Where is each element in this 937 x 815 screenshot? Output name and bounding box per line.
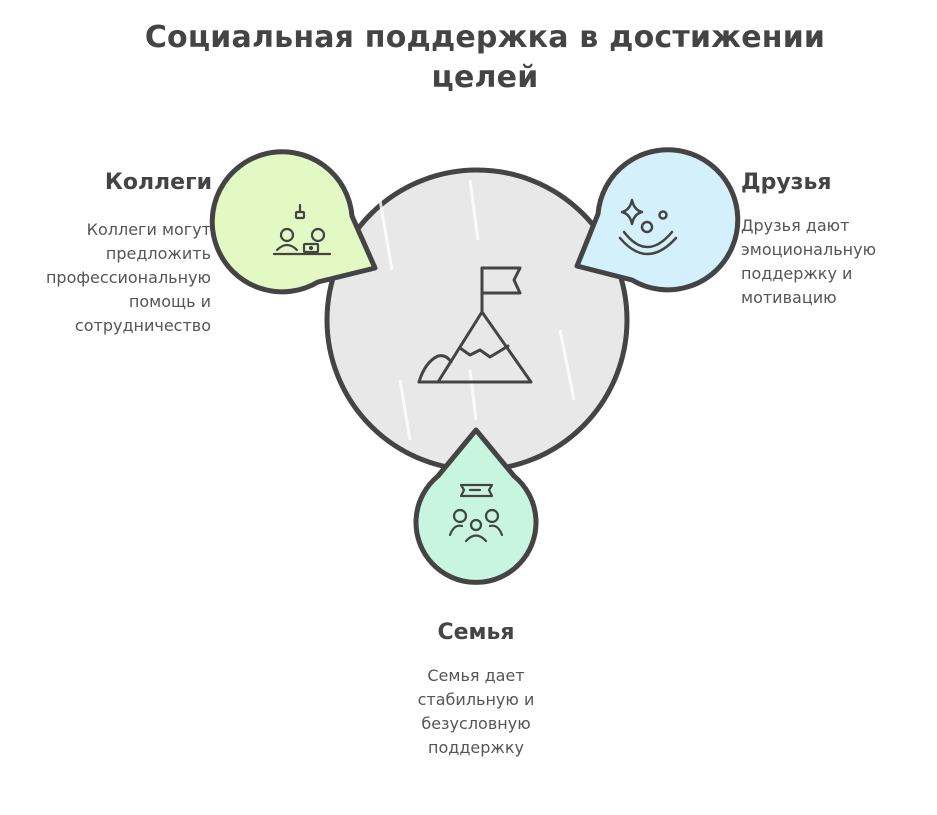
clown-face-icon (618, 198, 678, 256)
heading-family: Семья (437, 620, 515, 645)
description-line: помощь и (128, 292, 211, 311)
description-line: эмоциональную (741, 240, 877, 259)
people-at-desk-icon (272, 203, 332, 256)
node-friends (574, 147, 741, 293)
description-line: поддержку (428, 738, 524, 757)
description-line: сотрудничество (74, 316, 211, 335)
description-line: безусловную (421, 714, 531, 733)
description-colleagues: Коллеги могут предложить профессиональну… (10, 218, 211, 338)
mountain-flag-icon (417, 266, 533, 384)
heading-colleagues: Коллеги (104, 170, 212, 195)
center-node (324, 167, 630, 473)
description-line: Коллеги могут (86, 220, 211, 239)
node-colleagues (209, 149, 378, 295)
description-line: поддержку и (741, 264, 853, 283)
description-friends: Друзья дают эмоциональную поддержку и мо… (741, 214, 921, 310)
description-line: предложить (105, 244, 211, 263)
description-line: Друзья дают (741, 216, 850, 235)
page-title: Социальная поддержка в достижении целей (0, 18, 937, 98)
title-line-2: целей (431, 60, 539, 95)
node-family (413, 427, 539, 585)
family-ticket-icon (448, 483, 504, 543)
description-line: стабильную и (417, 690, 535, 709)
description-line: Семья дает (427, 666, 525, 685)
description-line: профессиональную (45, 268, 211, 287)
heading-friends: Друзья (741, 170, 832, 195)
description-family: Семья дает стабильную и безусловную подд… (376, 664, 576, 760)
title-line-1: Социальная поддержка в достижении (144, 20, 826, 55)
description-line: мотивацию (741, 288, 837, 307)
